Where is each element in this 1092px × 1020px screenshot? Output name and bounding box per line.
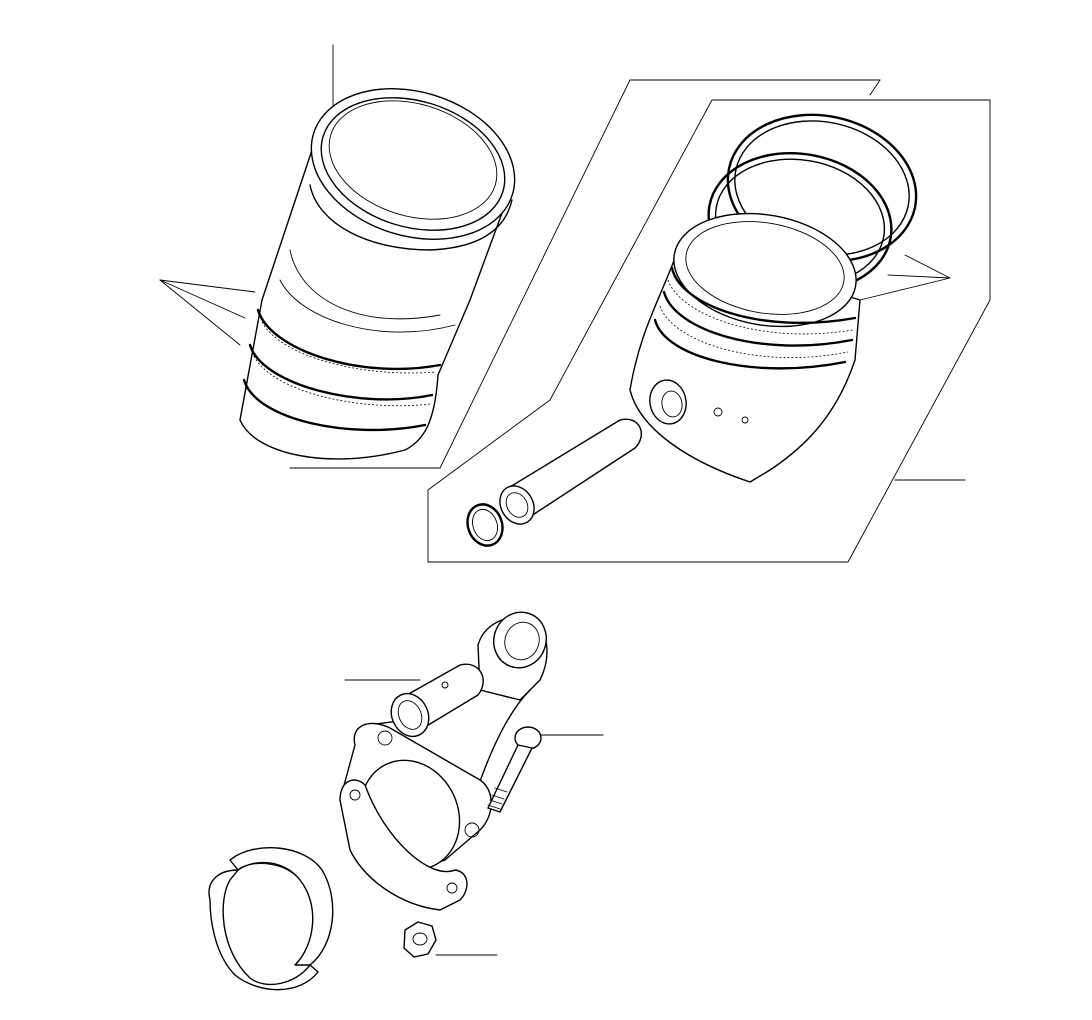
piston-ring-groove-1	[670, 266, 857, 325]
liner-groove-hatch-2	[253, 355, 431, 407]
piston-crown-inner	[685, 221, 845, 315]
piston-oil-hole-2	[741, 416, 749, 424]
ring-leader-2	[904, 254, 951, 279]
conrod-small-end-bore	[504, 621, 540, 661]
liner-flange-outer	[310, 88, 516, 240]
circlip	[466, 503, 504, 547]
bushing-oil-hole	[441, 681, 449, 689]
liner-flange-lip	[309, 184, 513, 251]
piston-kit-bracket	[427, 99, 991, 563]
connecting-rod-bolt	[487, 726, 604, 813]
ring-leader-1	[887, 274, 951, 279]
piston-kit-group	[289, 79, 991, 563]
piston-groove-hatch-1	[667, 279, 854, 335]
nut	[403, 921, 498, 958]
conrod-cap	[339, 779, 468, 911]
piston-pin-bore	[649, 379, 687, 425]
liner-groove-1	[256, 308, 442, 371]
liner-left-edge	[239, 149, 313, 421]
piston-oil-hole-1	[713, 407, 723, 417]
bearing-shell-edge	[239, 863, 301, 881]
liner-right-edge	[437, 204, 506, 376]
seal-leader-1	[159, 279, 256, 293]
liner-bore	[328, 100, 498, 220]
piston-crown	[673, 212, 857, 328]
liner-kit-bracket-tick	[869, 79, 881, 96]
conrod-cap-hole-1	[349, 789, 361, 801]
conrod-bolt-hole-2	[464, 822, 480, 838]
liner-flange-inner	[320, 97, 506, 231]
cylinder-liner	[239, 44, 516, 460]
liner-seal-rings-callout	[159, 279, 256, 346]
bushing-end-inner	[397, 700, 423, 730]
nut-bore	[412, 932, 428, 946]
liner-groove-3	[242, 378, 427, 432]
piston-pin-body	[504, 418, 642, 521]
piston-ring-groove-2	[662, 290, 854, 347]
bolt-threads	[487, 787, 508, 810]
bearing-shell-lower	[208, 869, 319, 991]
piston-pin-end-inner	[505, 492, 529, 518]
seal-leader-3	[159, 279, 241, 346]
piston-groove-hatch-2	[659, 305, 849, 358]
ring-leader-3	[859, 277, 951, 301]
connecting-rod	[339, 611, 548, 911]
piston-pin	[499, 418, 642, 525]
piston-pin-bore-inner	[661, 390, 683, 418]
liner-shade-2	[279, 279, 456, 333]
bolt-shank	[487, 744, 533, 813]
circlip-inner	[472, 508, 498, 542]
liner-groove-2	[248, 343, 434, 401]
big-end-bearing-shells	[208, 847, 334, 991]
conrod-bolt-hole-1	[377, 730, 393, 746]
circlip-ring	[466, 503, 504, 547]
seal-leader-2	[159, 279, 246, 319]
conrod-cap-hole-2	[446, 882, 458, 894]
liner-shade-1	[289, 249, 441, 320]
piston	[629, 212, 861, 483]
small-end-bushing	[344, 663, 484, 738]
liner-groove-hatch-1	[261, 321, 437, 374]
liner-kit-bracket	[289, 79, 881, 469]
nut-body	[403, 921, 437, 958]
liner-bottom	[239, 374, 439, 460]
piston-ring-groove-3	[653, 318, 847, 370]
